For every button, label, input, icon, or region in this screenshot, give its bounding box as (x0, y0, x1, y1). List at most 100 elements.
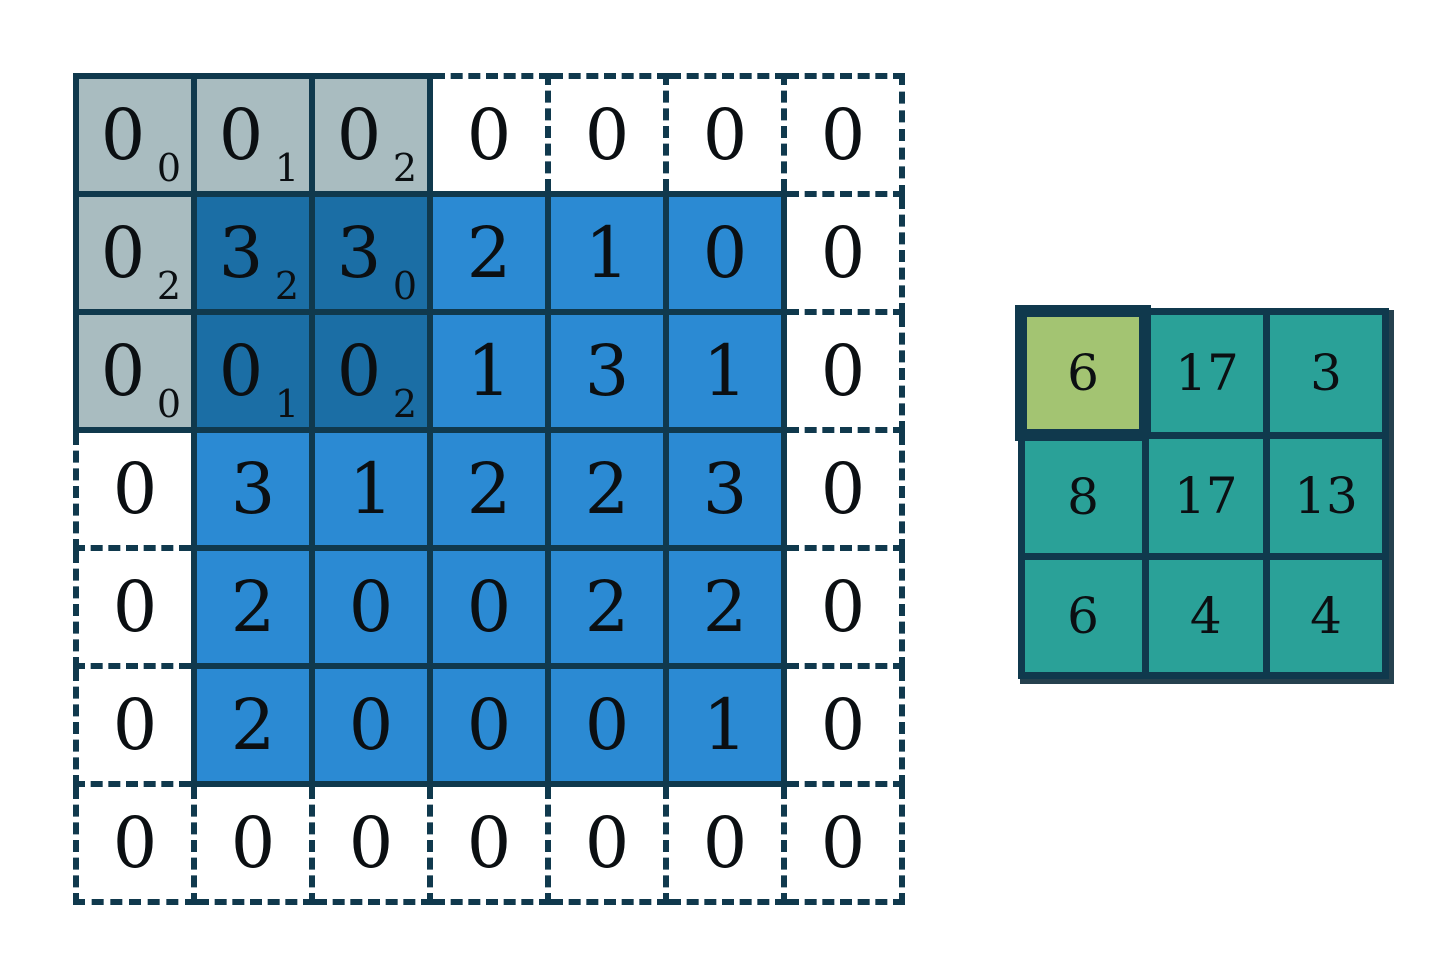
cell-value: 17 (1175, 344, 1239, 402)
grid-row: 6 17 3 (1015, 305, 1389, 441)
padding-cell: 0 (781, 309, 905, 433)
cell-value: 0 (100, 330, 146, 412)
padding-cell: 0 (309, 781, 433, 905)
padding-cell: 0 (73, 663, 197, 787)
cell-value: 2 (230, 684, 276, 766)
cell-value: 2 (230, 566, 276, 648)
cell-value: 0 (820, 684, 866, 766)
cell-value: 0 (820, 566, 866, 648)
padding-cell: 0 (781, 427, 905, 551)
output-cell: 4 (1263, 553, 1389, 679)
cell-value: 0 (218, 330, 264, 412)
cell-value: 3 (336, 212, 382, 294)
cell-value: 0 (336, 330, 382, 412)
padding-cell: 0 (191, 781, 315, 905)
padding-cell: 0 (73, 427, 197, 551)
cell-value: 4 (1189, 587, 1222, 645)
cell-value: 2 (466, 448, 512, 530)
input-cell: 2 (191, 663, 315, 787)
output-cell: 8 (1017, 431, 1149, 560)
padding-cell: 0 (781, 781, 905, 905)
padding-cell: 0 (545, 73, 669, 197)
cell-value: 0 (820, 94, 866, 176)
input-cell: 2 (427, 427, 551, 551)
input-cell: 1 (309, 427, 433, 551)
cell-value: 1 (466, 330, 512, 412)
kernel-weight-subscript: 2 (392, 146, 417, 190)
padding-cell: 0 (427, 781, 551, 905)
input-cell: 0 (545, 663, 669, 787)
kernel-weight-subscript: 2 (274, 264, 299, 308)
padding-cell: 0 (545, 781, 669, 905)
padding-cell: 0 (781, 73, 905, 197)
input-cell: 3 (545, 309, 669, 433)
cell-value: 3 (1310, 344, 1342, 402)
input-cell: 3 (663, 427, 787, 551)
input-cell: 2 (427, 191, 551, 315)
padding-cell: 0 (73, 545, 197, 669)
kernel-weight-subscript: 0 (156, 382, 181, 426)
output-cell: 17 (1141, 307, 1270, 439)
grid-row: 8 17 13 (1017, 431, 1389, 560)
cell-value: 0 (584, 802, 630, 884)
cell-value: 2 (584, 448, 630, 530)
cell-value: 0 (112, 448, 158, 530)
cell-value: 0 (466, 566, 512, 648)
cell-value: 0 (466, 802, 512, 884)
cell-value: 0 (112, 684, 158, 766)
padding-cell: 0 (427, 73, 551, 197)
cell-value: 0 (218, 94, 264, 176)
padding-cell: 0 (781, 191, 905, 315)
output-cell: 3 (1263, 307, 1389, 439)
input-cell: 2 (545, 427, 669, 551)
cell-value: 0 (820, 802, 866, 884)
input-cell: 2 (663, 545, 787, 669)
output-cell: 4 (1141, 553, 1270, 679)
cell-value: 0 (100, 94, 146, 176)
input-cell: 0 (309, 545, 433, 669)
cell-value: 0 (584, 684, 630, 766)
cell-value: 0 (584, 94, 630, 176)
output-cell-highlighted: 6 (1015, 305, 1151, 441)
cell-value: 4 (1310, 587, 1342, 645)
cell-value: 3 (584, 330, 630, 412)
cell-value: 2 (702, 566, 748, 648)
cell-value: 1 (702, 330, 748, 412)
cell-value: 17 (1173, 466, 1238, 525)
cell-value: 0 (348, 566, 394, 648)
cell-value: 0 (336, 94, 382, 176)
input-cell: 1 (663, 309, 787, 433)
cell-value: 0 (820, 212, 866, 294)
cell-value: 0 (100, 212, 146, 294)
padding-cell: 0 (781, 545, 905, 669)
cell-value: 3 (702, 448, 748, 530)
input-cell: 2 (545, 545, 669, 669)
cell-value: 6 (1067, 344, 1099, 402)
input-cell: 1 (545, 191, 669, 315)
cell-value: 0 (348, 684, 394, 766)
cell-value: 0 (112, 566, 158, 648)
cell-value: 6 (1067, 587, 1099, 645)
cell-value: 8 (1067, 468, 1099, 526)
padding-cell: 0 (73, 781, 197, 905)
input-cell: 2 (191, 545, 315, 669)
input-cell: 1 (663, 663, 787, 787)
cell-value: 2 (466, 212, 512, 294)
cell-value: 2 (584, 566, 630, 648)
cell-value: 0 (112, 802, 158, 884)
output-cell: 13 (1263, 431, 1389, 560)
input-cell: 3 (191, 427, 315, 551)
output-cell: 17 (1141, 431, 1270, 560)
cell-value: 0 (702, 212, 748, 294)
